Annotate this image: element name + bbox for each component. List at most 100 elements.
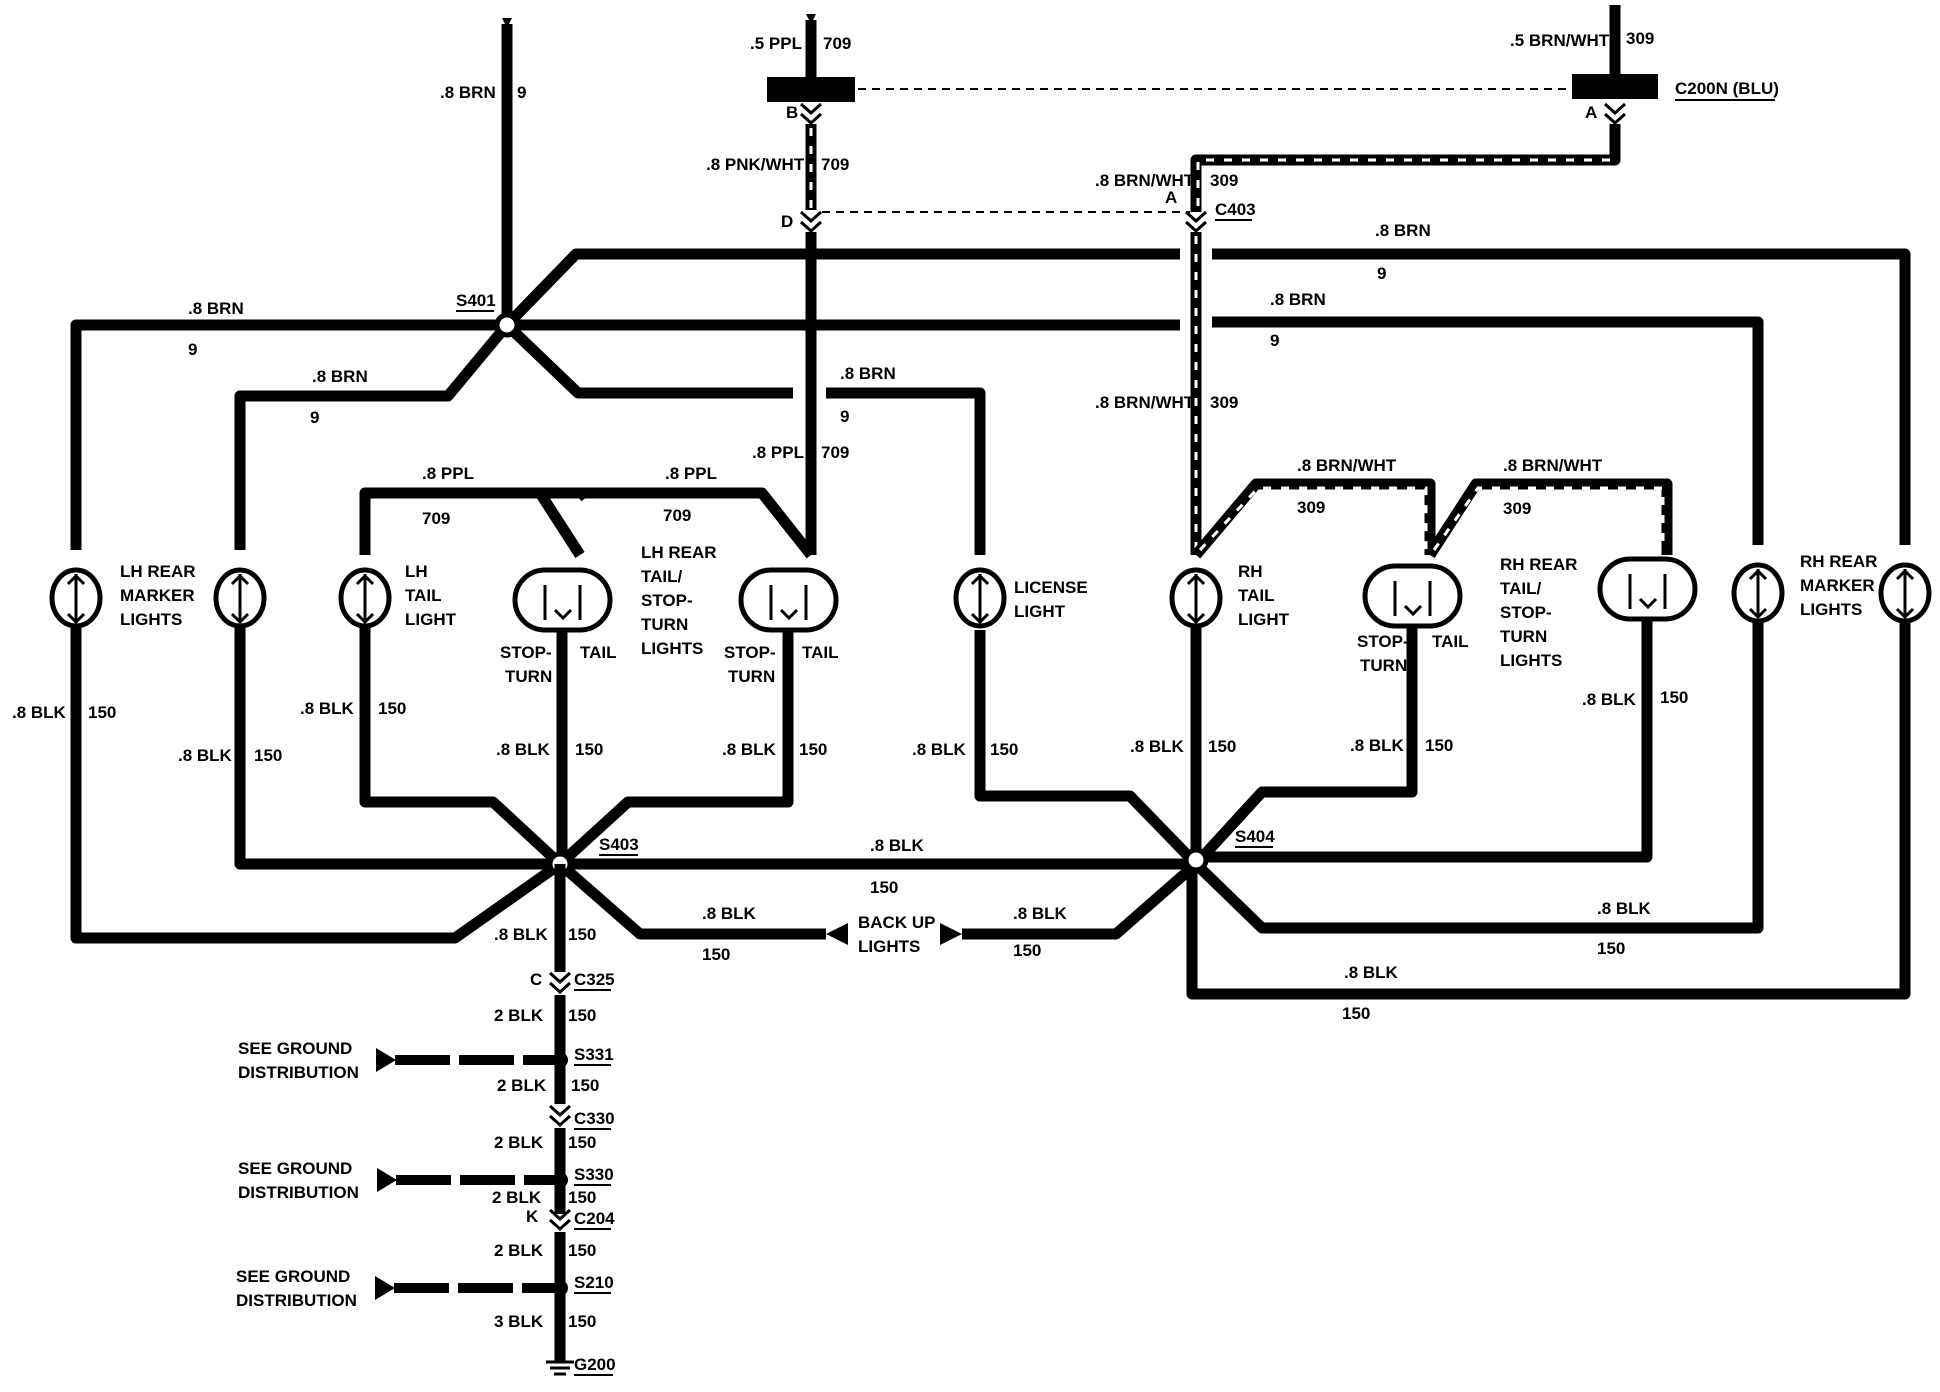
blk-wire-lh-tail	[359, 626, 564, 869]
wire-label-brn-wht-feed: .5 BRN/WHT	[1510, 31, 1610, 50]
filament-icon	[66, 573, 86, 625]
connector-chevron-icon	[548, 1208, 572, 1232]
label-line: STOP-	[641, 591, 693, 610]
label-lh-marker: LH REAR MARKER LIGHTS	[120, 562, 196, 629]
label-line: TURN	[641, 615, 688, 634]
splice-s331	[552, 1052, 568, 1068]
wire-label-brn-wht-1: .8 BRN/WHT	[1297, 456, 1397, 475]
lamp-lh-stop-tail-1	[512, 567, 613, 633]
blk-wire-rh-marker-inner	[1192, 621, 1764, 934]
label-line: TURN	[728, 667, 775, 686]
wire-label-brn-wht-2: .8 BRN/WHT	[1503, 456, 1603, 475]
label-line: LIGHTS	[641, 639, 703, 658]
label-line: LICENSE	[1014, 578, 1088, 597]
label-rh-tail: RH TAIL LIGHT	[1238, 562, 1290, 629]
wire-ckt-blk: 150	[1597, 939, 1625, 958]
wire-ckt-blk-backup-rh: 150	[1013, 941, 1041, 960]
lamp-lh-stop-tail-2	[738, 567, 839, 633]
wire-ckt-blk-backup-lh: 150	[702, 945, 730, 964]
label-line: LIGHT	[1238, 610, 1290, 629]
wire-ckt-brn-rh-outer: 9	[1377, 264, 1386, 283]
wire-label-blk: .8 BLK	[300, 699, 355, 718]
label-backup-lights: BACK UP LIGHTS	[858, 913, 935, 956]
splice-s404	[1183, 847, 1209, 873]
brn-wht-stripe	[1432, 486, 1665, 551]
label-rh-tail-stop: RH REAR TAIL/ STOP- TURN LIGHTS	[1500, 555, 1577, 670]
brn-wire-upper	[503, 248, 1180, 329]
label-line: RH REAR	[1800, 552, 1877, 571]
splice-label-s404: S404	[1235, 827, 1275, 846]
brn-wht-stripe	[1198, 486, 1428, 552]
label-see-ground-2: SEE GROUND DISTRIBUTION	[238, 1159, 359, 1202]
label-line: LH REAR	[120, 562, 196, 581]
blk-wire-rh-marker-outer	[1186, 621, 1911, 1000]
label-license: LICENSE LIGHT	[1014, 578, 1088, 621]
wire-label-pnk-wht: .8 PNK/WHT	[706, 155, 805, 174]
connector-pin-a: A	[1585, 103, 1597, 122]
label-line: STOP-	[500, 643, 552, 662]
backup-arrow-left-icon	[826, 923, 848, 945]
wire-ckt-ppl-stop: 709	[663, 506, 691, 525]
wire-label-brn-wht-main: .8 BRN/WHT	[1095, 393, 1195, 412]
label-see-ground-3: SEE GROUND DISTRIBUTION	[236, 1267, 357, 1310]
filament-icon	[970, 573, 990, 625]
wire-ckt-blk: 150	[575, 740, 603, 759]
label-line: TAIL/	[1500, 579, 1542, 598]
label-line: SEE GROUND	[236, 1267, 350, 1286]
wire-label-blk-backup-rh: .8 BLK	[1013, 904, 1068, 923]
blk-wire-rh-stop-2	[1196, 619, 1653, 863]
filament-icon	[355, 573, 375, 625]
wire-ckt-blk: 150	[254, 746, 282, 765]
label-line: SEE GROUND	[238, 1039, 352, 1058]
label-line: TAIL	[405, 586, 442, 605]
wire-label-blk: .8 BLK	[1344, 963, 1399, 982]
blk-wire-lh-marker-outer	[70, 626, 564, 944]
filament-icon	[543, 585, 582, 621]
connector-chevron-icon	[1603, 102, 1627, 126]
wire-ckt-ppl-feed: 709	[823, 34, 851, 53]
wire-ckt-ppl-lh-tail: 709	[422, 509, 450, 528]
wire-ckt-3blk: 150	[568, 1312, 596, 1331]
label-line: LH	[405, 562, 428, 581]
ground-arrow-icon	[377, 1168, 397, 1192]
wire-ckt-brn-lh-inner: 9	[310, 408, 319, 427]
blk-wire-backup-lh	[556, 859, 826, 940]
lamp-rh-stop-tail-1	[1362, 563, 1463, 629]
label-line: LH REAR	[641, 543, 717, 562]
brn-wht-stripe	[1196, 158, 1610, 208]
wire-ckt-blk: 150	[1208, 737, 1236, 756]
feed-arrow-icon	[502, 18, 512, 28]
label-line: DISTRIBUTION	[238, 1063, 359, 1082]
wire-label-blk: .8 BLK	[178, 746, 233, 765]
brn-wht-wire-rh-stop	[1425, 478, 1673, 558]
wire-label-brn-feed: .8 BRN	[440, 83, 496, 102]
label-rh-marker: RH REAR MARKER LIGHTS	[1800, 552, 1877, 619]
label-line: MARKER	[1800, 576, 1875, 595]
wire-label-brn-lh-outer: .8 BRN	[188, 299, 244, 318]
connector-label-c325: C325	[574, 970, 615, 989]
wire-label-ppl-feed: .5 PPL	[750, 34, 802, 53]
wire-label-blk: .8 BLK	[1597, 899, 1652, 918]
wire-label-brn-wht-c403: .8 BRN/WHT	[1095, 171, 1195, 190]
wire-ckt-2blk: 150	[571, 1076, 599, 1095]
wire-label-2blk: 2 BLK	[494, 1133, 544, 1152]
label-line: BACK UP	[858, 913, 935, 932]
wire-ckt-blk: 150	[990, 740, 1018, 759]
brn-wire-license-a	[503, 321, 793, 399]
wire-label-brn-rh-inner: .8 BRN	[1270, 290, 1326, 309]
label-line: LIGHTS	[1800, 600, 1862, 619]
connector-body-c200n	[1572, 74, 1658, 99]
wire-ckt-2blk: 150	[568, 1133, 596, 1152]
label-line: RH REAR	[1500, 555, 1577, 574]
label-line: LIGHTS	[858, 937, 920, 956]
ground-label-g200: G200	[574, 1355, 616, 1374]
blk-wire-lh-marker-inner	[234, 626, 560, 870]
label-line: LIGHTS	[1500, 651, 1562, 670]
wire-ckt-pnk-wht: 709	[821, 155, 849, 174]
wire-ckt-blk: 150	[378, 699, 406, 718]
feed-arrow-icon	[806, 14, 816, 24]
connector-pin-b: B	[786, 103, 798, 122]
wire-ckt-brn-wht-main: 309	[1210, 393, 1238, 412]
lamp-rh-stop-tail-2	[1597, 556, 1698, 622]
